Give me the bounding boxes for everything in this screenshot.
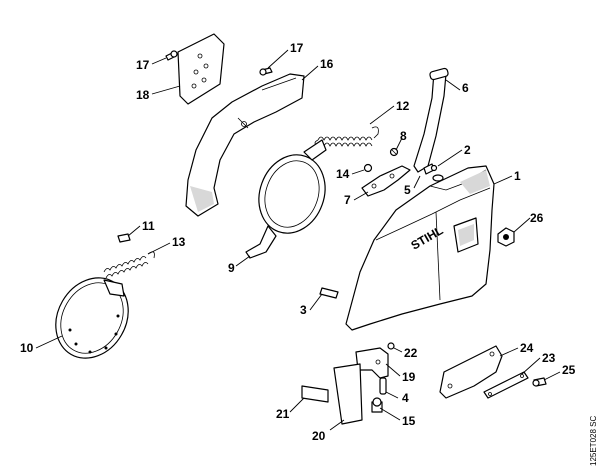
part-1-cover-housing: STIHL xyxy=(345,165,495,331)
part-15-screw xyxy=(371,397,383,413)
callout-12: 12 xyxy=(396,99,410,113)
callout-25: 25 xyxy=(562,363,576,377)
part-24-cover-plate xyxy=(439,345,503,399)
callout-14: 14 xyxy=(336,167,350,181)
callout-19: 19 xyxy=(402,370,416,384)
part-10-band-clamp xyxy=(55,277,129,359)
callout-15: 15 xyxy=(402,414,416,428)
callout-16: 16 xyxy=(320,57,334,71)
part-25-screw xyxy=(532,377,547,387)
callout-labels: 1 2 3 4 5 6 7 8 9 10 11 12 13 14 15 16 1… xyxy=(20,41,576,443)
callout-8: 8 xyxy=(400,129,407,143)
part-9-brake-band xyxy=(245,139,327,259)
part-23-strip xyxy=(483,371,529,399)
callout-2: 2 xyxy=(464,143,471,157)
part-13-spring xyxy=(103,251,155,279)
callout-10: 10 xyxy=(20,341,34,355)
part-5-bushing xyxy=(432,174,444,182)
callout-4: 4 xyxy=(402,391,409,405)
callout-11: 11 xyxy=(142,219,155,233)
callout-20: 20 xyxy=(312,429,326,443)
part-16-cover-bracket xyxy=(185,73,305,217)
callout-22: 22 xyxy=(404,346,418,360)
part-2-pin xyxy=(423,163,438,175)
callout-23: 23 xyxy=(542,351,556,365)
drawing-code: 125ET028 SC xyxy=(589,416,598,466)
callout-3: 3 xyxy=(300,303,307,317)
part-11-pin xyxy=(117,233,131,243)
part-4-pin xyxy=(379,377,387,395)
part-14-washer xyxy=(363,163,373,173)
part-21-small-plate xyxy=(301,385,329,403)
part-17-screw-right xyxy=(259,67,273,76)
callout-7: 7 xyxy=(344,193,351,207)
part-8-clip xyxy=(389,147,399,157)
callout-9: 9 xyxy=(228,261,235,275)
callout-21: 21 xyxy=(276,407,290,421)
part-17-screw-left xyxy=(165,50,178,61)
callout-17-right: 17 xyxy=(290,41,304,55)
part-3-pin xyxy=(319,287,339,299)
part-18-guide-plate xyxy=(177,33,225,105)
callout-26: 26 xyxy=(530,211,544,225)
part-12-spring xyxy=(314,126,379,147)
part-6-hand-guard-lever xyxy=(413,67,449,173)
leader-lines xyxy=(35,49,561,431)
part-26-nut xyxy=(497,227,515,247)
part-20-plate xyxy=(333,363,363,425)
callout-24: 24 xyxy=(520,341,534,355)
part-22-screw xyxy=(387,342,395,350)
callout-5: 5 xyxy=(404,183,411,197)
callout-13: 13 xyxy=(172,235,186,249)
callout-1: 1 xyxy=(514,169,521,183)
callout-18: 18 xyxy=(136,88,150,102)
part-7-lever-plate xyxy=(361,165,411,197)
callout-17-left: 17 xyxy=(136,58,150,72)
callout-6: 6 xyxy=(462,81,469,95)
